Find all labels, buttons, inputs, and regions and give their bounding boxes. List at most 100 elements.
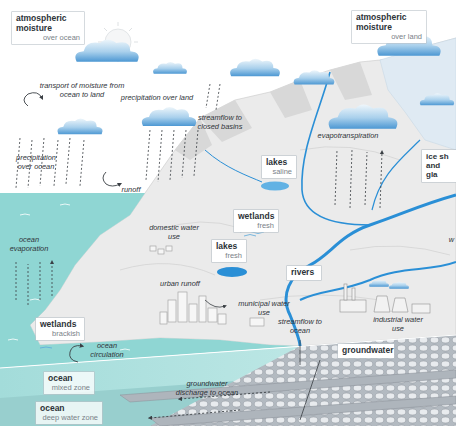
- process-label: domestic water use: [148, 224, 200, 241]
- region-box: atmospheric moistureover land: [352, 11, 426, 43]
- region-name: ocean: [48, 374, 90, 384]
- leader-line: [300, 340, 301, 365]
- process-label: streamflow to closed basins: [188, 114, 252, 131]
- treatment-plant: [250, 318, 264, 326]
- house: [166, 246, 172, 251]
- region-subtitle: brackish: [40, 330, 80, 339]
- tributary-river: [300, 262, 456, 300]
- precipitation: [206, 84, 220, 110]
- building: [189, 304, 197, 322]
- region-box: rivers: [287, 266, 321, 280]
- terrain-contours: [120, 147, 450, 300]
- precipitation-over-land: [146, 130, 198, 182]
- urban-runoff-arrow: [205, 300, 225, 307]
- building: [168, 300, 176, 322]
- region-subtitle: deep water zone: [40, 414, 98, 423]
- process-label: runoff: [114, 186, 148, 195]
- process-label: w: [447, 236, 456, 245]
- region-subtitle: fresh: [216, 252, 242, 261]
- evapotranspiration-arrows: [335, 150, 382, 208]
- region-subtitle: saline: [266, 168, 292, 177]
- transport-arrow: [24, 93, 42, 106]
- steam-cloud: [369, 280, 389, 287]
- region-box: wetlandsfresh: [234, 210, 278, 232]
- cloud: [329, 105, 398, 129]
- region-box: lakessaline: [262, 156, 296, 178]
- smokestack: [344, 284, 347, 300]
- ocean-surface: [0, 193, 300, 368]
- saline-lake: [261, 182, 289, 191]
- wetland-marks: [40, 231, 264, 349]
- region-name: wetlands: [40, 320, 80, 330]
- industry: [340, 284, 430, 313]
- region-box: groundwater: [338, 344, 394, 358]
- cloud: [153, 62, 187, 74]
- region-name: groundwater: [342, 346, 390, 356]
- process-label: groundwater discharge to ocean: [170, 380, 244, 397]
- cloud: [230, 59, 280, 76]
- factory: [340, 300, 366, 312]
- ocean-evaporation-arrows: [16, 262, 52, 305]
- glacier-meltwater: [372, 140, 420, 210]
- ocean-mixed-zone-section: [0, 335, 456, 426]
- region-box: atmospheric moistureover ocean: [12, 12, 84, 44]
- factory: [412, 304, 430, 313]
- house: [150, 246, 156, 251]
- region-subtitle: fresh: [238, 222, 274, 231]
- cloud: [294, 70, 335, 84]
- region-name: ice sh and gla: [426, 152, 452, 180]
- building: [208, 308, 217, 322]
- region-box: lakesfresh: [212, 240, 246, 262]
- building: [160, 312, 167, 324]
- cloud: [142, 107, 196, 126]
- process-label: urban runoff: [158, 280, 202, 289]
- region-subtitle: over land: [356, 33, 422, 42]
- process-label: streamflow to ocean: [272, 318, 328, 335]
- rock-strata: [120, 370, 456, 426]
- circulation-arrow: [70, 346, 82, 362]
- cloud: [420, 93, 454, 105]
- process-label: evapotranspiration: [310, 132, 386, 141]
- land-surface: [30, 38, 456, 346]
- process-label: ocean circulation: [84, 342, 130, 359]
- process-label: municipal water use: [236, 300, 292, 317]
- region-box: oceanmixed zone: [44, 372, 94, 394]
- region-subtitle: over ocean: [16, 34, 80, 43]
- region-name: atmospheric moisture: [16, 14, 80, 34]
- tributary-river: [302, 72, 370, 225]
- building: [199, 296, 206, 322]
- cooling-tower: [374, 296, 408, 312]
- region-name: ocean: [40, 404, 98, 414]
- cloud: [75, 40, 138, 62]
- cloud: [57, 119, 102, 135]
- ocean-waves: [8, 204, 130, 350]
- building: [178, 292, 187, 322]
- process-label: industrial water use: [370, 316, 426, 333]
- process-label: ocean evaporation: [4, 236, 54, 253]
- well-pipe: [300, 360, 320, 420]
- process-label: precipitation over land: [112, 94, 202, 103]
- region-name: lakes: [266, 158, 292, 168]
- region-box: ice sh and gla: [422, 150, 456, 182]
- region-name: wetlands: [238, 212, 274, 222]
- process-label: transport of moisture from ocean to land: [38, 82, 126, 99]
- region-name: lakes: [216, 242, 242, 252]
- region-box: oceandeep water zone: [36, 402, 102, 424]
- closed-basin-stream: [205, 150, 262, 182]
- runoff-arrow: [103, 172, 120, 186]
- smokestack: [352, 288, 355, 300]
- building: [218, 314, 226, 324]
- steam-cloud: [389, 282, 409, 289]
- fresh-lake: [217, 267, 247, 277]
- region-subtitle: mixed zone: [48, 384, 90, 393]
- groundwater-discharge-arrow: [150, 410, 240, 418]
- region-box: wetlandsbrackish: [36, 318, 84, 340]
- region-name: rivers: [291, 268, 317, 278]
- process-label: precipitation over ocean: [8, 154, 64, 171]
- city-buildings: [150, 246, 264, 326]
- region-name: atmospheric moisture: [356, 13, 422, 33]
